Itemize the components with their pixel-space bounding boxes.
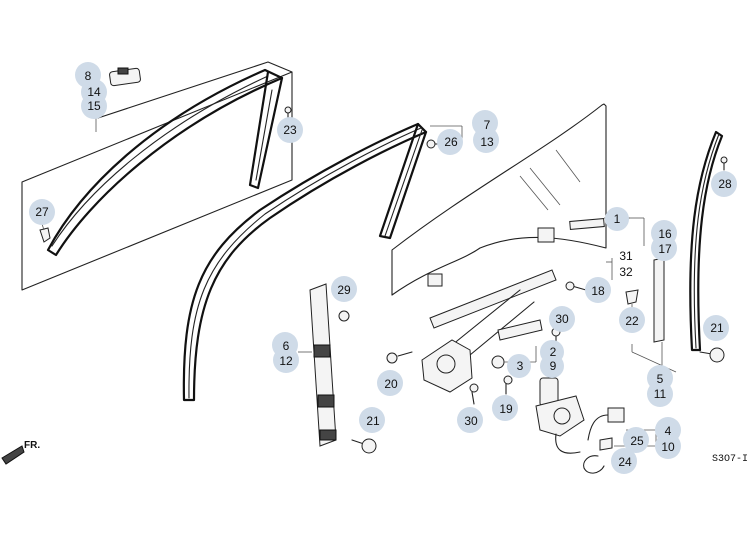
outer-sash-panel [21,61,293,291]
regulator-motor [535,377,585,454]
rear-run-channel [689,130,724,352]
bolt-30-lower-part [469,383,479,405]
callout-17: 17 [658,242,672,256]
callout-15: 15 [87,99,101,113]
sash-clip-part [109,67,141,87]
callout-5: 5 [657,372,664,386]
callout-14: 14 [87,85,101,99]
callout-25: 25 [630,434,644,448]
callout-bubble [81,93,107,119]
bolt-18-part [565,281,587,291]
callout-32: 32 [619,265,633,279]
callout-20: 20 [384,377,398,391]
clip-24-part [583,455,605,474]
clip-22-part [625,289,639,305]
callout-9: 9 [550,359,557,373]
callout-30-upper: 30 [555,312,569,326]
callout-27: 27 [35,205,49,219]
callout-6: 6 [283,339,290,353]
bolt-20-part [386,351,413,364]
callout-22: 22 [625,314,639,328]
window-regulator [421,269,557,393]
clip-27-part [39,227,51,243]
callout-28: 28 [718,177,732,191]
callout-2: 2 [550,345,557,359]
glass-strip-part [569,217,605,231]
callout-8: 8 [85,69,92,83]
callout-21-right: 21 [710,321,724,335]
front-direction-arrow: FR. [1,440,40,465]
front-run-channel [309,283,337,447]
bolt-19-part [503,375,513,395]
callout-19: 19 [499,402,513,416]
screw-23-part [284,106,292,121]
connector-part [587,407,625,441]
leader-lines [41,112,677,447]
bolt-21-right-part [699,347,725,363]
callout-12: 12 [279,354,293,368]
callout-13: 13 [480,135,494,149]
callouts: 8 14 15 23 27 7 26 13 1 16 17 31 32 18 2… [29,62,737,474]
diagram-code: S3O7-I [712,454,748,465]
callout-4: 4 [665,424,672,438]
callout-31: 31 [619,249,633,263]
callout-18: 18 [591,284,605,298]
callout-7: 7 [484,118,491,132]
callout-30-lower: 30 [464,414,478,428]
callout-23: 23 [283,123,297,137]
callout-29: 29 [337,283,351,297]
callout-16: 16 [658,227,672,241]
callout-3: 3 [517,359,524,373]
callout-24: 24 [618,455,632,469]
roller-3-part [491,355,505,369]
callout-11: 11 [654,387,667,401]
callout-10: 10 [661,440,675,454]
clip-26-part [426,139,443,149]
screw-28-part [720,156,728,171]
door-frame-channel [182,122,428,402]
callout-21-left: 21 [366,414,380,428]
direction-label: FR. [24,440,40,451]
callout-26: 26 [444,135,458,149]
door-glass [391,103,607,296]
nut-29-part [338,310,350,322]
clip-25-part [599,437,613,451]
bolt-21-left-part [351,438,377,454]
callout-1: 1 [614,212,621,226]
channel-garnish-part [653,257,665,343]
